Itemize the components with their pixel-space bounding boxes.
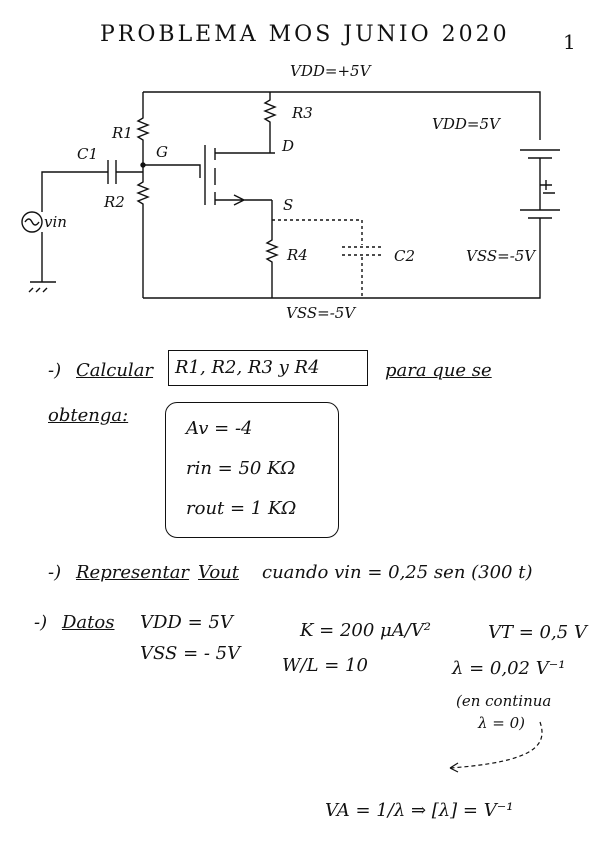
page-title: PROBLEMA MOS JUNIO 2020 (100, 22, 510, 47)
task1-resistors: R1, R2, R3 y R4 (175, 357, 320, 378)
data-vss: VSS = - 5V (140, 643, 241, 664)
vss-bottom-label: VSS=-5V (286, 304, 356, 322)
r3-resistor (263, 92, 277, 153)
vss-rail (143, 228, 541, 299)
r3-label: R3 (292, 104, 313, 122)
ground-mid (540, 180, 555, 194)
c1-label: C1 (77, 145, 99, 163)
task2-rest: cuando vin = 0,25 sen (300 t) (262, 562, 533, 583)
r2-label: R2 (104, 193, 125, 211)
data-note-line1: (en continua (456, 692, 552, 710)
data-vt: VT = 0,5 V (488, 622, 587, 643)
vdd-top-label: VDD=+5V (290, 62, 371, 80)
drain-label: D (282, 137, 295, 155)
r4-resistor (265, 200, 279, 298)
task1-suffix: para que se (385, 360, 492, 381)
r1-resistor (136, 92, 150, 165)
r2-resistor (136, 165, 150, 298)
task2-prefix: -) (48, 562, 62, 583)
data-vdd: VDD = 5V (140, 612, 233, 633)
data-wl: W/L = 10 (282, 655, 368, 676)
ac-source (21, 211, 43, 233)
task2-target: Vout (198, 562, 240, 583)
data-lambda: λ = 0,02 V⁻¹ (452, 658, 566, 679)
task1-verb: Calcular (76, 360, 154, 381)
mosfet (204, 145, 275, 206)
gate-wire (143, 164, 201, 178)
task1-prefix: -) (48, 360, 62, 381)
vin-label: vin (44, 213, 67, 231)
gate-label: G (156, 143, 168, 161)
task2-verb: Representar (76, 562, 190, 583)
spec-rin: rin = 50 KΩ (186, 458, 296, 479)
data-k: K = 200 μA/V² (300, 620, 432, 641)
vdd-battery (520, 149, 560, 228)
r4-label: R4 (287, 246, 308, 264)
data-label: Datos (62, 612, 115, 633)
spec-rout: rout = 1 KΩ (186, 498, 297, 519)
specs-box (165, 402, 339, 538)
data-prefix: -) (34, 612, 48, 633)
task1-line2: obtenga: (48, 405, 129, 426)
vss-side-label: VSS=-5V (466, 247, 536, 265)
c2-capacitor (272, 219, 382, 298)
source-label: S (283, 196, 294, 214)
c2-label: C2 (394, 247, 416, 265)
resistors-box (168, 350, 368, 386)
page-number: 1 (563, 30, 576, 54)
data-va: VA = 1/λ ⇒ [λ] = V⁻¹ (325, 800, 514, 821)
data-note-line2: λ = 0) (478, 714, 526, 732)
r1-label: R1 (112, 124, 133, 142)
c1-capacitor (41, 160, 143, 184)
vdd-rail (143, 91, 541, 140)
vdd-side-label: VDD=5V (432, 115, 500, 133)
circuit-diagram (21, 91, 560, 299)
spec-av: Av = -4 (186, 418, 253, 439)
